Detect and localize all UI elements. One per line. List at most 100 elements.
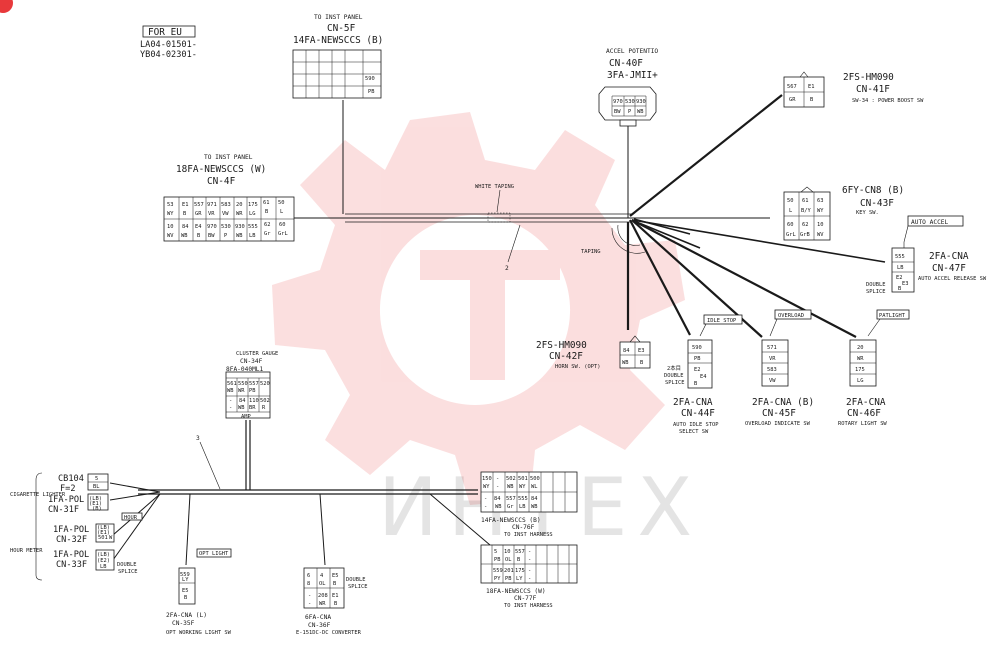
cn-31f-earth: (E1) <box>89 501 102 507</box>
cn-4f-r1-p5: 20 <box>236 202 243 208</box>
connector-cn-46f: PATLIGHT 20 WR 175 LG 2FA-CNA CN-46F ROT… <box>838 309 910 427</box>
cn-47f-tag: AUTO ACCEL <box>911 219 949 226</box>
cn-77f-c0: 559 <box>493 568 503 574</box>
cn-76f-d4: WB <box>531 504 538 510</box>
cn-43f-c4: GrB <box>800 232 810 238</box>
cn-4f-r2-p7: 62 <box>264 222 271 228</box>
cn-76f-a3: 501 <box>518 476 528 482</box>
connector-cn-4f: TO INST PANEL 18FA-NEWSCCS (W) CN-4F 53 … <box>163 154 295 242</box>
cn-36f-c4: WR <box>319 601 326 607</box>
cn-35f-tag: OPT LIGHT <box>199 551 229 557</box>
cn-4f-r2-p8: 60 <box>279 222 286 228</box>
cn-35f-earth-color: B <box>184 595 187 601</box>
cn-35f-id: CN-35F <box>172 620 195 627</box>
cn-42f-pin-2: E3 <box>638 348 645 354</box>
cn-34f-type: 8FA-040ML1 <box>226 366 264 373</box>
cn-4f-r1-p6: 175 <box>248 202 258 208</box>
cn-33f-id: CN-33F <box>56 560 87 570</box>
cn-45f-pin-2: 583 <box>767 367 777 373</box>
cn-43f-c0: L <box>789 208 792 214</box>
cn-42f-color-1: WB <box>622 360 629 366</box>
cn-43f-p5: 10 <box>817 222 824 228</box>
cn-34f-p0: 561 <box>227 381 237 387</box>
cn-76f-d3: LB <box>519 504 526 510</box>
cn-76f-a4: 500 <box>530 476 540 482</box>
cn-77f-d3: - <box>528 576 531 582</box>
cn-34f-c2: PB <box>249 388 256 394</box>
cn-41f-color-2: B <box>810 97 813 103</box>
cn-46f-type: 2FA-CNA <box>846 397 886 408</box>
cn-76f-c0: - <box>484 496 487 502</box>
cn-76f-c1: 84 <box>494 496 501 502</box>
cn-43f-c5: WV <box>817 232 824 238</box>
cn-44f-earth-1: E2 <box>694 367 701 373</box>
serial-to: YB04-02301- <box>140 50 197 60</box>
cn-76f-b0: WY <box>483 484 490 490</box>
cn-76f-b3: WY <box>519 484 526 490</box>
cn-46f-pin-1: 20 <box>857 345 864 351</box>
cn-77f-b1: OL <box>505 557 512 563</box>
cn-40f-color-3: WB <box>637 109 644 115</box>
cn-4f-r2-p4: 530 <box>221 224 231 230</box>
cn-76f-c2: 557 <box>506 496 516 502</box>
cn-34f-p3: 520 <box>260 381 270 387</box>
connector-cn-40f: ACCEL POTENTIO CN-40F 3FA-JMII+ 970 530 … <box>598 48 658 127</box>
cn-4f-type: 18FA-NEWSCCS (W) <box>176 164 266 175</box>
left-group-bracket <box>35 472 43 581</box>
cn-4f-destination: TO INST PANEL <box>204 154 253 161</box>
cn-4f-r2-c0: WV <box>167 233 174 239</box>
cn-34f-p4: - <box>229 398 232 404</box>
cn-33f-splice-2: SPLICE <box>118 569 137 575</box>
main-harness: WHITE TAPING 2 TAPING <box>260 94 886 338</box>
connector-cn-43f: 50 61 63 L B/Y WY 60 62 10 GrL GrB WV 6F… <box>783 185 904 241</box>
cn-45f-pin-1: 571 <box>767 345 777 351</box>
cn-45f-id: CN-45F <box>762 408 796 419</box>
hour-meter-tag: HOUR <box>124 515 138 521</box>
cn-36f-c5: B <box>334 601 337 607</box>
cn-43f-p1: 61 <box>802 198 809 204</box>
cn-4f-r1-p2: 557 <box>194 202 204 208</box>
cn-42f-color-2: B <box>640 360 643 366</box>
wire-number-2: 2 <box>505 265 509 272</box>
hour-meter-group: HOUR METER <box>10 548 43 554</box>
cn-41f-pin-2: E1 <box>808 84 815 90</box>
cn-47f-splice-2: SPLICE <box>866 289 885 295</box>
cn-43f-p0: 50 <box>787 198 794 204</box>
cn-42f-note: HORN SW. (OPT) <box>555 364 600 370</box>
cigarette-lighter-group: CIGARETTE LIGHTER <box>10 492 66 498</box>
cn-44f-note-2: SELECT SW <box>679 429 709 435</box>
cn-46f-id: CN-46F <box>847 408 881 419</box>
cn-32f-color: W <box>109 535 113 541</box>
cn-4f-r2-c4: P <box>224 233 227 239</box>
cn-77f-c3: - <box>528 568 531 574</box>
white-taping-label: WHITE TAPING <box>475 184 514 190</box>
cn-77f-d0: PY <box>494 576 501 582</box>
cn-42f-id: CN-42F <box>549 351 583 362</box>
cn-40f-pin-3: 930 <box>636 99 646 105</box>
cn-45f-tag: OVERLOAD <box>778 313 804 319</box>
cn-44f-earth-color: B <box>694 381 697 387</box>
cn-36f-p4: 208 <box>318 593 328 599</box>
cn-46f-tag: PATLIGHT <box>879 313 906 319</box>
cn-47f-earth-2: E3 <box>902 281 909 287</box>
white-taping-mark <box>487 212 511 223</box>
cn-4f-r2-c1: WB <box>181 233 188 239</box>
cn-76f-b4: WL <box>531 484 538 490</box>
cn-47f-type: 2FA-CNA <box>929 251 969 262</box>
cn-4f-r2-c6: LB <box>249 233 256 239</box>
cn-35f-note: OPT WORKING LIGHT SW <box>166 630 232 636</box>
cn-77f-id: CN-77F <box>514 595 537 602</box>
cn-43f-id: CN-43F <box>860 198 894 209</box>
taping-arc-2 <box>611 227 646 254</box>
cn-44f-splice-0: 2本目 <box>667 364 681 372</box>
connector-cn-45f: OVERLOAD 571 VR 583 VW 2FA-CNA (B) CN-45… <box>745 309 814 427</box>
connector-cn-41f: 567 E1 GR B 2FS-HM090 CN-41F SW-34 : POW… <box>783 71 924 108</box>
cn-32f-earth: (E1) <box>97 530 110 536</box>
cn-45f-note: OVERLOAD INDICATE SW <box>745 421 811 427</box>
cn-4f-r1-c7: B <box>265 209 268 215</box>
cn-32f-pin: (LB) <box>97 525 110 531</box>
cn-41f-type: 2FS-HM090 <box>843 72 894 83</box>
cn-4f-r2-p2: E4 <box>195 224 202 230</box>
cn-40f-id: CN-40F <box>609 58 643 69</box>
